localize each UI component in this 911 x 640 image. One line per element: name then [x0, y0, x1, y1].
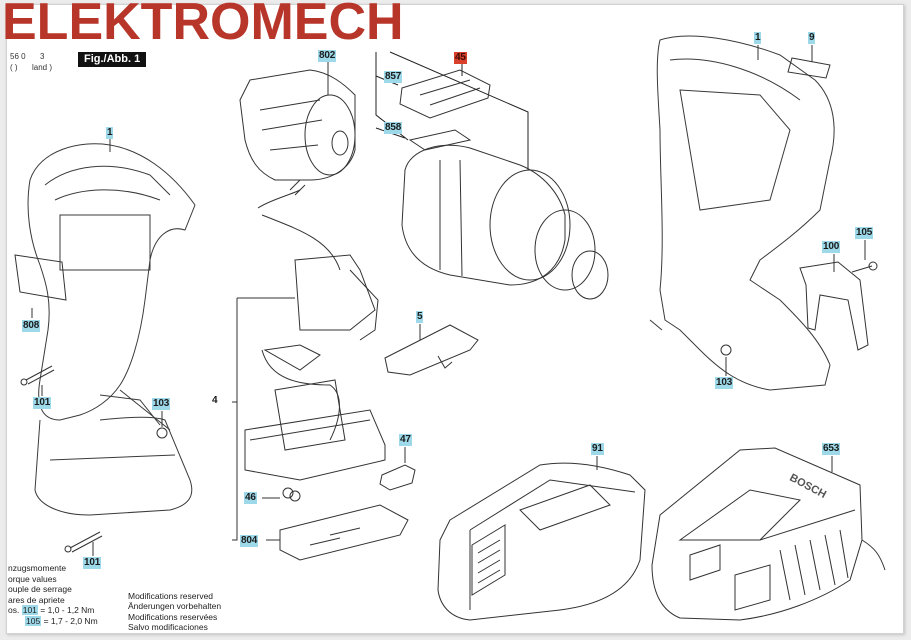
figure-label: Fig./Abb. 1 — [78, 52, 147, 67]
callout-45: 45 — [454, 52, 467, 64]
header-text-left: land ) — [32, 63, 53, 72]
nut-103-left — [156, 427, 168, 439]
mod-en: Modifications reserved — [128, 591, 214, 601]
callout-4: 4 — [212, 395, 218, 406]
belt-clip-100 — [799, 261, 869, 351]
torque-value-101: = 1,0 - 1,2 Nm — [40, 605, 95, 615]
torque-line-es: ares de apriete — [8, 594, 65, 605]
screw-101-upper — [25, 365, 55, 385]
torque-line-en: orque values — [8, 573, 57, 584]
slider-5 — [384, 324, 479, 376]
screw-101-lower — [69, 531, 103, 553]
header-code-mid: 3 — [40, 52, 45, 61]
torque-line-de: nzugsmomente — [8, 563, 67, 573]
gearbox-chuck-outline — [401, 144, 609, 300]
callout-802: 802 — [318, 50, 337, 62]
callout-1-right: 1 — [754, 32, 762, 44]
modifications-notice: Modifications reserved Änderungen vorbeh… — [128, 591, 221, 632]
brand-watermark: ELEKTROMECH — [2, 0, 404, 51]
mod-es: Salvo modificaciones — [128, 621, 208, 632]
callout-808: 808 — [22, 320, 41, 332]
callout-857: 857 — [384, 71, 403, 83]
clip-47 — [379, 464, 416, 491]
spring-46 — [282, 487, 294, 499]
callout-858: 858 — [384, 122, 403, 134]
callout-101-upper: 101 — [33, 397, 52, 409]
torque-ref-105: 105 — [25, 615, 42, 626]
callout-100: 100 — [822, 241, 841, 253]
torque-ref-101: 101 — [21, 605, 38, 615]
callout-105: 105 — [855, 227, 874, 239]
callout-804: 804 — [240, 535, 259, 547]
header-code-mid-left: ( ) — [10, 63, 18, 72]
header-code-top: 56 0 — [10, 52, 26, 61]
charger-653-outline — [651, 447, 886, 621]
callout-47: 47 — [399, 434, 412, 446]
gear-cover-857 — [399, 69, 491, 119]
bracket-4 — [232, 401, 238, 541]
switch-assembly-outline — [244, 179, 386, 481]
callout-1-left: 1 — [106, 127, 114, 139]
contact-plate-804 — [279, 504, 409, 561]
nut-103-right — [720, 344, 732, 356]
callout-103-left: 103 — [152, 398, 171, 410]
assembly-45-bracket — [375, 51, 529, 170]
callout-653: 653 — [822, 443, 841, 455]
callout-101-lower: 101 — [83, 557, 102, 569]
motor-802-outline — [239, 69, 356, 181]
torque-row-101: os. 101 = 1,0 - 1,2 Nm — [8, 605, 98, 616]
callout-5: 5 — [416, 311, 424, 323]
battery-pack-91-outline — [437, 462, 646, 621]
callout-91: 91 — [591, 443, 604, 455]
torque-values-block: nzugsmomente orque values ouple de serra… — [8, 563, 98, 626]
torque-line-fr: ouple de serrage — [8, 584, 72, 594]
callout-46: 46 — [244, 492, 257, 504]
charger-brand-text: BOSCH — [787, 472, 828, 501]
callout-9: 9 — [808, 32, 816, 44]
housing-right-outline — [649, 35, 835, 391]
label-plate-808 — [14, 254, 67, 301]
callout-103-right: 103 — [715, 377, 734, 389]
torque-prefix: os. — [8, 605, 20, 615]
torque-value-105: = 1,7 - 2,0 Nm — [43, 615, 98, 626]
mod-fr: Modifications reservées — [128, 611, 218, 622]
nameplate-9 — [787, 57, 831, 79]
torque-row-105: 105 = 1,7 - 2,0 Nm — [8, 615, 98, 627]
housing-left-outline — [27, 143, 196, 516]
gasket-858 — [408, 129, 472, 151]
mod-de: Änderungen vorbehalten — [128, 601, 222, 612]
